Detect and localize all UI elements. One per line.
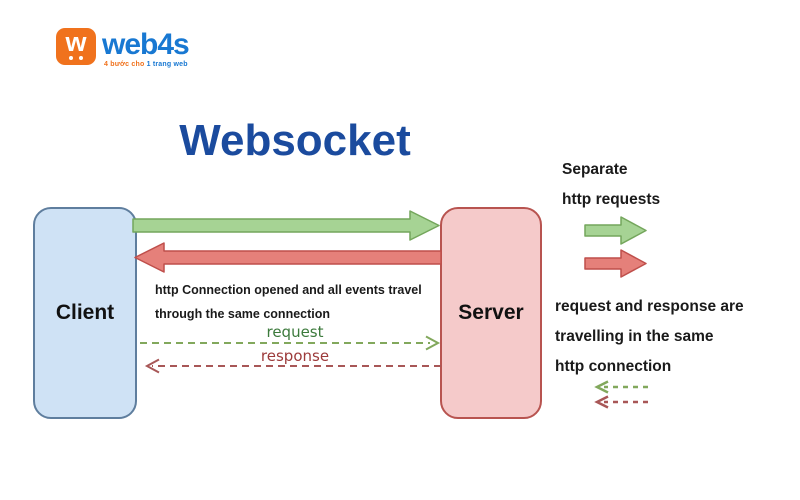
- legend-same-connection: request and response are travelling in t…: [555, 292, 744, 382]
- brand-name: web4s: [102, 28, 190, 61]
- response-label: response: [260, 347, 330, 365]
- legend-separate-response-arrow: [584, 249, 647, 278]
- client-to-server-arrow: [132, 210, 440, 241]
- legend-same-line2: travelling in the same: [555, 328, 714, 345]
- legend-same-line1: request and response are: [555, 298, 744, 315]
- page-title: Websocket: [179, 116, 411, 165]
- tagline-part1: 4 bước cho: [104, 61, 147, 68]
- request-dashed-arrowhead-icon: [425, 335, 441, 351]
- connection-note-line1: http Connection opened and all events tr…: [155, 283, 422, 297]
- logo-mark: w: [56, 27, 96, 65]
- server-label: Server: [458, 301, 524, 324]
- server-to-client-arrow: [134, 242, 442, 273]
- brand-tagline: 4 bước cho 1 trang web: [104, 61, 188, 68]
- connection-note: http Connection opened and all events tr…: [155, 278, 435, 326]
- logo-mark-letter: w: [65, 27, 87, 57]
- legend-separate-http: Separate http requests: [562, 155, 660, 215]
- server-box: Server: [440, 207, 542, 419]
- logo-dot: [69, 56, 73, 60]
- legend-separate-request-arrow: [584, 216, 647, 245]
- web4s-logo: w web4s 4 bước cho 1 trang web: [56, 26, 216, 68]
- legend-same-response-arrowhead-icon: [594, 395, 609, 409]
- legend-separate-line2: http requests: [562, 191, 661, 208]
- client-label: Client: [55, 301, 115, 324]
- legend-separate-line1: Separate: [562, 161, 628, 178]
- tagline-part2: 1 trang web: [146, 61, 188, 68]
- client-box: Client: [33, 207, 137, 419]
- legend-same-line3: http connection: [555, 358, 672, 375]
- request-label: request: [266, 323, 324, 341]
- connection-note-line2: through the same connection: [155, 307, 331, 321]
- legend-same-request-arrowhead-icon: [594, 380, 609, 394]
- logo-dot: [79, 56, 83, 60]
- response-dashed-arrowhead-icon: [144, 358, 160, 374]
